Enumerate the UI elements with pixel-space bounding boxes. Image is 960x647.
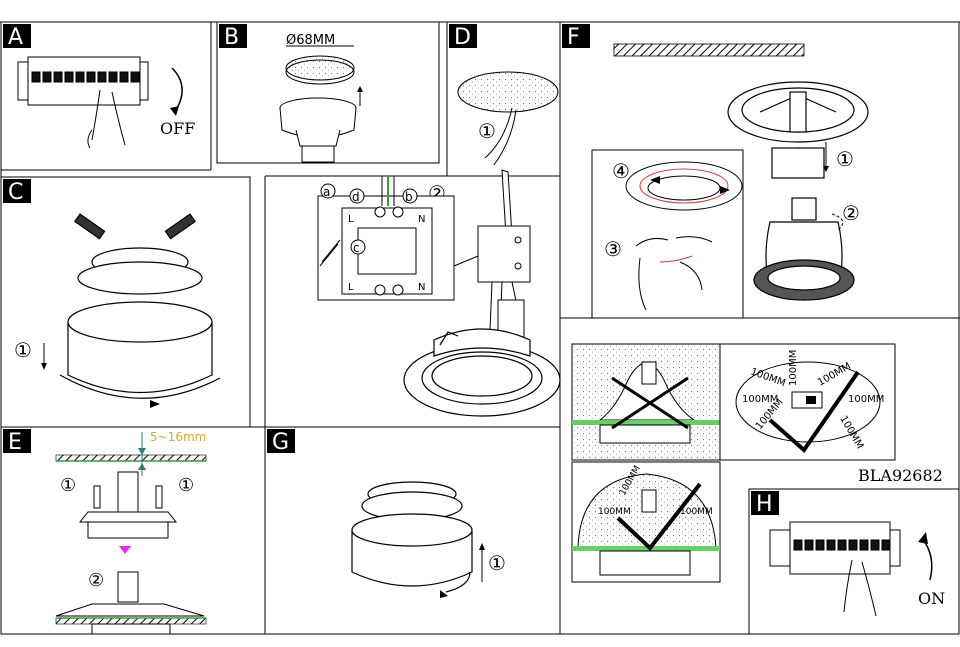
terminal-n-bottom: N <box>418 282 425 293</box>
dist-top-5: 100MM <box>848 394 884 405</box>
terminal-d: d <box>352 190 360 204</box>
breaker-switch <box>130 71 140 83</box>
step-f-4: ④ <box>612 159 630 183</box>
breaker-switch <box>97 71 107 83</box>
downlight-fixture-d <box>403 328 561 417</box>
step-c-1: ① <box>14 338 32 362</box>
step-e-2: ② <box>88 570 104 591</box>
breaker-switch <box>53 71 63 83</box>
step-d-1: ① <box>478 119 496 143</box>
terminal-l-bottom: L <box>348 282 354 293</box>
breaker-switch <box>837 539 847 551</box>
panel-c: C ① <box>3 179 221 408</box>
on-label: ON <box>918 589 945 608</box>
step-g-1: ① <box>488 551 506 575</box>
rotate-arrow-icon <box>171 67 183 111</box>
dist-top-4: 100MM <box>742 394 778 405</box>
panel-label-a: A <box>8 25 23 50</box>
dist-side-1: 100MM <box>598 507 631 517</box>
step-f-2: ② <box>842 201 860 225</box>
clearance-wrong <box>571 343 721 461</box>
downlight-fixture-g <box>351 481 473 593</box>
downlight-fixture-b <box>279 97 357 163</box>
breaker-box-a <box>17 56 149 106</box>
panel-label-c: C <box>8 180 23 205</box>
dist-side-2: 100MM <box>680 507 713 517</box>
panel-label-g: G <box>272 430 289 455</box>
hand-icon-h <box>843 559 877 617</box>
panel-e: E 5~16mm ① ① ② <box>3 429 206 635</box>
step-e-1-right: ① <box>178 475 194 496</box>
step-f-3: ③ <box>604 237 622 261</box>
ceiling-hole-d <box>457 71 559 113</box>
downlight-fixture-e2 <box>55 571 205 635</box>
breaker-switch <box>859 539 869 551</box>
breaker-switch <box>108 71 118 83</box>
model-code: BLA92682 <box>858 466 943 485</box>
panel-g: G ① <box>267 429 506 598</box>
terminal-n-top: N <box>418 214 425 225</box>
panel-label-f: F <box>567 25 580 50</box>
breaker-switch <box>815 539 825 551</box>
panel-label-b: B <box>224 25 239 50</box>
step-e-1-left: ① <box>60 475 76 496</box>
breaker-switch <box>119 71 129 83</box>
breaker-switch <box>826 539 836 551</box>
clearance-top-view: 100MM 100MM 100MM 100MM 100MM 100MM 100M… <box>719 343 896 461</box>
gap-label: 5~16mm <box>150 430 206 444</box>
terminal-b: b <box>405 190 413 204</box>
rotate-arrow-icon-h <box>921 537 933 581</box>
panel-label-d: D <box>454 25 471 50</box>
downlight-fixture-e1 <box>78 471 178 539</box>
terminal-block <box>317 195 455 301</box>
breaker-switch <box>804 539 814 551</box>
panel-h: H ON <box>751 491 945 617</box>
breaker-box-h <box>769 521 901 575</box>
trim-ring-f <box>727 81 869 179</box>
ring-twist <box>625 161 743 211</box>
breaker-switch <box>75 71 85 83</box>
terminal-l-top: L <box>348 214 354 225</box>
diameter-label: Ø68MM <box>286 33 335 48</box>
terminal-a: a <box>323 185 330 199</box>
dist-top-2: 100MM <box>788 350 799 386</box>
breaker-switch <box>870 539 880 551</box>
panel-a: A OFF <box>3 24 195 149</box>
panel-d: D ① ② a d b c L N L N <box>317 24 561 417</box>
panel-label-e: E <box>8 430 22 455</box>
panel-b: B Ø68MM <box>219 24 363 163</box>
breaker-switch <box>848 539 858 551</box>
breaker-switch <box>31 71 41 83</box>
driver-box <box>453 169 531 341</box>
terminal-c: c <box>353 241 360 255</box>
breaker-switch <box>881 539 891 551</box>
breaker-switch <box>793 539 803 551</box>
panel-f: F ① ② ④ ③ <box>562 24 869 311</box>
breaker-switch <box>42 71 52 83</box>
panel-grid <box>0 21 960 635</box>
step-f-1: ① <box>836 147 854 171</box>
hand-icon <box>87 89 126 149</box>
downlight-fixture-c <box>59 213 221 399</box>
clearance-correct: 100MM 100MM 100MM <box>571 461 721 583</box>
off-label: OFF <box>160 119 195 138</box>
breaker-switch <box>86 71 96 83</box>
breaker-switch <box>64 71 74 83</box>
panel-label-h: H <box>756 492 773 517</box>
ceiling-hatch <box>613 43 805 57</box>
led-bulb <box>753 197 855 301</box>
